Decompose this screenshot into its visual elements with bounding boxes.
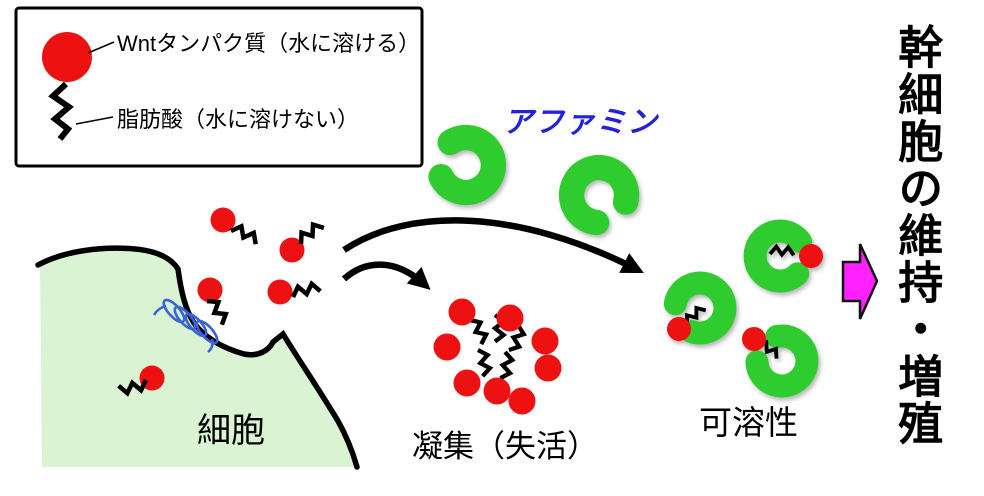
- outcome-label: 幹細胞の維持・増殖: [891, 24, 943, 447]
- legend-wnt-icon: [42, 32, 115, 82]
- wnt-dot: [197, 277, 223, 303]
- fatty-acid-zigzag: [231, 223, 260, 244]
- outcome-block-arrow: [841, 243, 879, 320]
- fatty-acid-zigzag: [207, 296, 229, 325]
- wnt-dot: [534, 354, 562, 382]
- afamin-shape: [561, 157, 634, 228]
- afamin-wnt-complex: [742, 327, 817, 396]
- legend-wnt-label: Wntタンパク質（水に溶ける）: [117, 31, 421, 56]
- cell-shape: [35, 245, 360, 470]
- legend-fatty-acid-label: 脂肪酸（水に溶けない）: [117, 107, 360, 132]
- afamin-shape: [438, 133, 499, 199]
- aggregation-label: 凝集（失活）: [412, 429, 598, 464]
- wnt-dot: [210, 207, 236, 233]
- legend-box: [14, 6, 424, 168]
- fatty-acid-zigzag: [296, 221, 324, 244]
- wnt-dot: [279, 237, 305, 263]
- legend-fatty-acid-icon: [48, 81, 114, 141]
- membrane-transporter-icon: [152, 298, 219, 353]
- wnt-dot: [496, 304, 524, 332]
- wnt-dot: [531, 327, 559, 355]
- afamin-label: アファミン: [503, 106, 658, 139]
- wnt-dot: [448, 298, 476, 326]
- afamin-wnt-complex: [667, 274, 734, 341]
- cell-label: 細胞: [197, 412, 265, 450]
- afamin-shapes: [438, 133, 633, 228]
- cell-membrane: [35, 245, 360, 470]
- soluble-complexes: [667, 229, 823, 396]
- soluble-label: 可溶性: [699, 404, 798, 441]
- arrow-to-soluble: [342, 217, 644, 274]
- wnt-dot: [433, 333, 461, 361]
- wnt-dot: [267, 279, 293, 305]
- aggregation-cluster: [433, 298, 562, 415]
- fatty-acid-zigzag: [291, 282, 320, 297]
- wnt-molecules: [119, 207, 324, 395]
- afamin-wnt-complex: [753, 229, 823, 283]
- wnt-dot: [453, 369, 481, 397]
- wnt-dot: [483, 377, 511, 405]
- arrow-to-aggregation: [341, 261, 431, 290]
- wnt-dot: [508, 387, 536, 415]
